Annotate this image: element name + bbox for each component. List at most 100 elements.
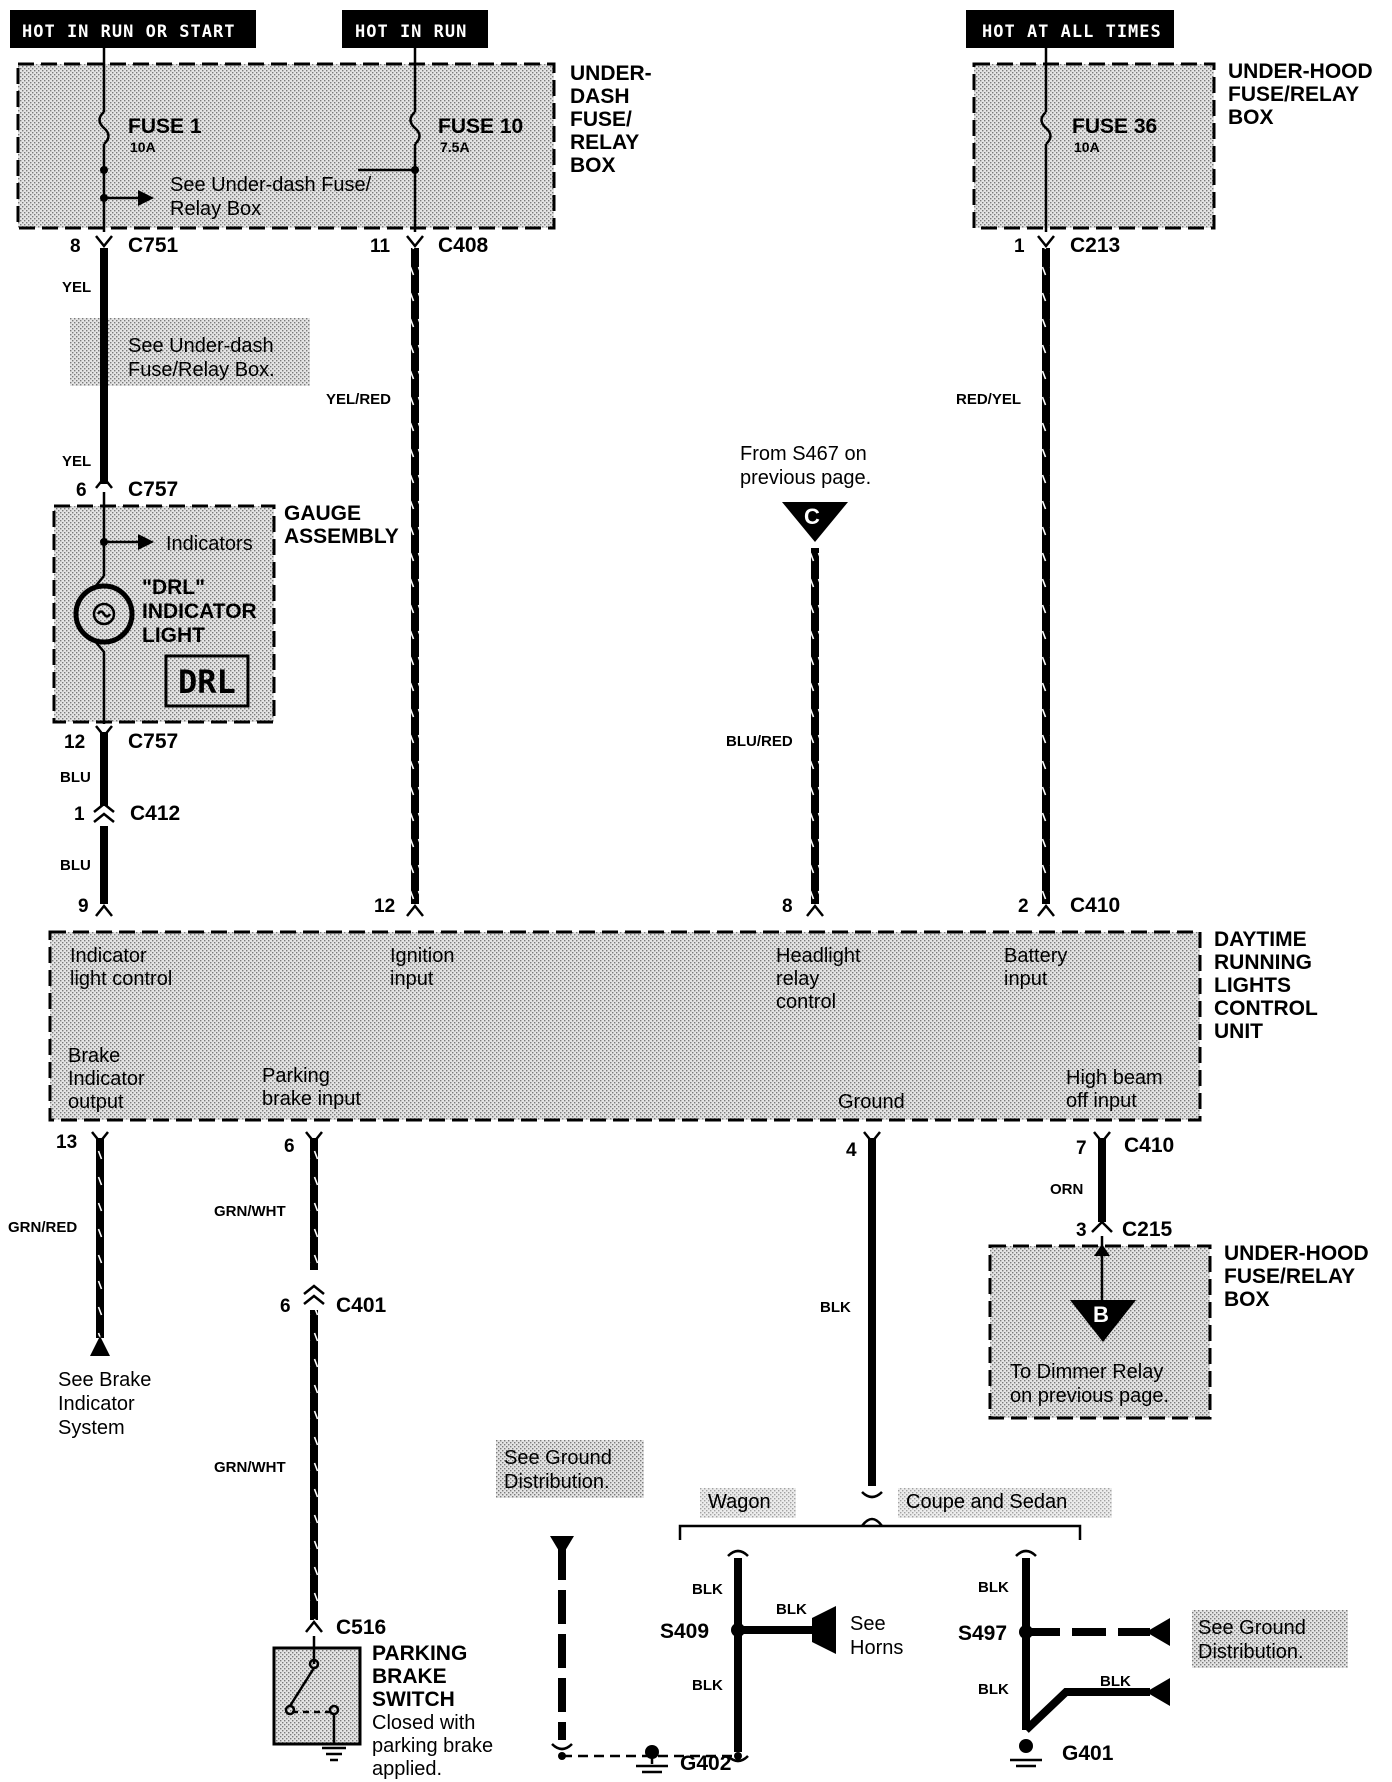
svg-text:INDICATOR: INDICATOR xyxy=(142,600,257,623)
svg-text:12: 12 xyxy=(64,732,85,753)
svg-text:Wagon: Wagon xyxy=(708,1491,771,1513)
svg-text:C516: C516 xyxy=(336,1616,386,1639)
svg-text:2: 2 xyxy=(1018,896,1029,917)
svg-text:See Ground: See Ground xyxy=(1198,1617,1306,1639)
svg-text:FUSE/: FUSE/ xyxy=(570,108,632,131)
svg-text:BLK: BLK xyxy=(978,1579,1009,1596)
svg-text:6: 6 xyxy=(280,1296,291,1317)
svg-text:Indicator: Indicator xyxy=(70,945,147,967)
svg-text:C213: C213 xyxy=(1070,234,1120,257)
svg-text:C757: C757 xyxy=(128,478,178,501)
see-brake-note: See Brake Indicator System xyxy=(58,1369,151,1439)
svg-text:S409: S409 xyxy=(660,1620,709,1643)
svg-text:DASH: DASH xyxy=(570,85,630,108)
svg-text:13: 13 xyxy=(56,1132,77,1153)
svg-text:GRN/WHT: GRN/WHT xyxy=(214,1203,286,1220)
arrow-left-icon xyxy=(1146,1618,1170,1646)
svg-text:G402: G402 xyxy=(680,1752,731,1775)
svg-text:See Under-dash Fuse/: See Under-dash Fuse/ xyxy=(170,174,372,196)
svg-text:RED/YEL: RED/YEL xyxy=(956,391,1021,408)
svg-text:HOT IN RUN: HOT IN RUN xyxy=(355,22,467,42)
header-hot-run-start: HOT IN RUN OR START xyxy=(10,10,256,48)
svg-text:See Brake: See Brake xyxy=(58,1369,151,1391)
svg-text:input: input xyxy=(390,968,434,990)
note-see-ground-right xyxy=(1192,1610,1348,1668)
svg-text:PARKING: PARKING xyxy=(372,1642,467,1665)
svg-text:output: output xyxy=(68,1091,124,1113)
ground-icon xyxy=(322,1746,346,1762)
fuse-10-symbol xyxy=(409,111,421,145)
fuse-1-symbol xyxy=(98,111,110,145)
svg-text:off input: off input xyxy=(1066,1090,1137,1112)
header-hot-run: HOT IN RUN xyxy=(342,10,488,48)
svg-text:6: 6 xyxy=(76,480,87,501)
svg-text:previous page.: previous page. xyxy=(740,467,871,489)
drl-control-unit xyxy=(48,930,1202,1122)
arrow-up-icon xyxy=(90,1336,110,1356)
wire-red-yel xyxy=(1042,248,1050,904)
svg-text:FUSE/RELAY: FUSE/RELAY xyxy=(1228,83,1359,106)
svg-text:Closed with: Closed with xyxy=(372,1712,475,1734)
svg-text:From S467 on: From S467 on xyxy=(740,443,867,465)
connector-c-triangle xyxy=(782,502,848,542)
connector-b-triangle xyxy=(1070,1300,1136,1342)
arrow-icon xyxy=(138,190,154,206)
ground-icon xyxy=(1010,1739,1042,1768)
svg-text:BLU: BLU xyxy=(60,769,91,786)
bulb-icon xyxy=(73,583,135,645)
svg-text:BLK: BLK xyxy=(692,1581,723,1598)
svg-text:light control: light control xyxy=(70,968,172,990)
svg-text:DAYTIME: DAYTIME xyxy=(1214,928,1307,951)
bracket-line xyxy=(678,1524,1082,1540)
svg-text:7: 7 xyxy=(1076,1138,1087,1159)
svg-text:9: 9 xyxy=(78,896,89,917)
svg-text:High beam: High beam xyxy=(1066,1067,1163,1089)
svg-text:YEL: YEL xyxy=(62,453,91,470)
svg-text:C410: C410 xyxy=(1124,1134,1174,1157)
svg-text:CONTROL: CONTROL xyxy=(1214,997,1318,1020)
svg-text:S497: S497 xyxy=(958,1622,1007,1645)
svg-text:C: C xyxy=(804,504,820,529)
svg-text:Distribution.: Distribution. xyxy=(1198,1641,1304,1663)
wire-grn-red xyxy=(96,1138,104,1338)
svg-text:GAUGE: GAUGE xyxy=(284,502,361,525)
svg-text:HOT AT ALL TIMES: HOT AT ALL TIMES xyxy=(982,22,1162,42)
svg-text:RUNNING: RUNNING xyxy=(1214,951,1312,974)
svg-text:BLK: BLK xyxy=(1100,1673,1131,1690)
svg-text:G401: G401 xyxy=(1062,1742,1114,1765)
drl-badge xyxy=(164,654,250,708)
gauge-assembly-label: GAUGE ASSEMBLY xyxy=(284,502,399,548)
svg-text:BOX: BOX xyxy=(1228,106,1274,129)
gauge-assembly xyxy=(52,504,276,724)
svg-text:UNIT: UNIT xyxy=(1214,1020,1263,1043)
underdash-fuse-box xyxy=(16,62,556,230)
svg-text:on previous page.: on previous page. xyxy=(1010,1385,1169,1407)
svg-text:B: B xyxy=(1093,1302,1109,1327)
svg-text:Brake: Brake xyxy=(68,1045,120,1067)
svg-text:BLK: BLK xyxy=(978,1681,1009,1698)
underhood-top-label: UNDER-HOOD FUSE/RELAY BOX xyxy=(1228,60,1373,129)
svg-text:See: See xyxy=(850,1613,886,1635)
svg-text:Indicator: Indicator xyxy=(68,1068,145,1090)
svg-text:C751: C751 xyxy=(128,234,179,257)
svg-text:6: 6 xyxy=(284,1136,295,1157)
arrow-icon xyxy=(138,534,154,550)
wire-yel-red xyxy=(411,248,419,904)
svg-text:Relay Box: Relay Box xyxy=(170,198,261,220)
from-s467-note: From S467 on previous page. xyxy=(740,443,871,489)
header-hot-all-times: HOT AT ALL TIMES xyxy=(966,10,1174,48)
svg-text:YEL/RED: YEL/RED xyxy=(326,391,391,408)
svg-text:HOT IN RUN OR START: HOT IN RUN OR START xyxy=(22,22,235,42)
ground-icon xyxy=(636,1745,668,1774)
svg-text:System: System xyxy=(58,1417,125,1439)
svg-text:Indicator: Indicator xyxy=(58,1393,135,1415)
svg-text:8: 8 xyxy=(70,236,81,257)
svg-text:7.5A: 7.5A xyxy=(440,139,470,155)
svg-text:GRN/WHT: GRN/WHT xyxy=(214,1459,286,1476)
svg-text:BLU: BLU xyxy=(60,857,91,874)
svg-text:ORN: ORN xyxy=(1050,1181,1083,1198)
arrow-left-icon xyxy=(1146,1678,1170,1706)
svg-text:FUSE 1: FUSE 1 xyxy=(128,115,202,138)
svg-text:BLK: BLK xyxy=(692,1677,723,1694)
svg-text:Coupe and Sedan: Coupe and Sedan xyxy=(906,1491,1067,1513)
